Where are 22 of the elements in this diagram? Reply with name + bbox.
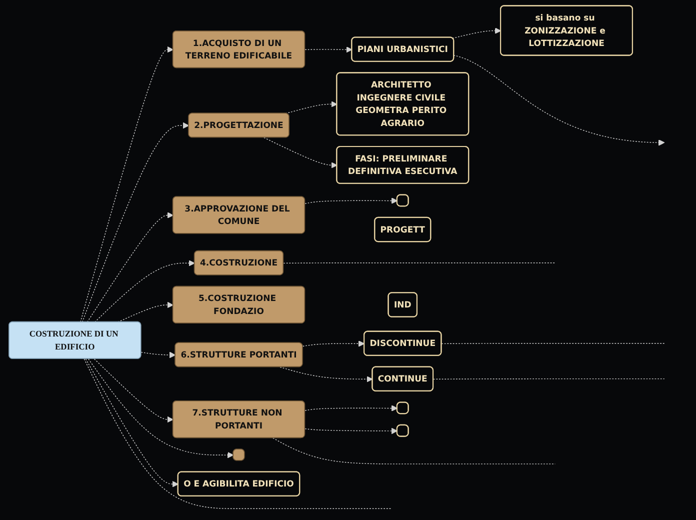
connector — [283, 262, 556, 264]
arrow — [304, 428, 398, 434]
arrow — [304, 405, 398, 412]
connector — [441, 343, 665, 344]
arrow — [94, 358, 174, 423]
arrow — [304, 46, 352, 53]
connector — [433, 378, 665, 380]
arrow — [88, 358, 234, 458]
connector — [272, 438, 556, 464]
arrow — [304, 198, 398, 204]
arrow — [264, 137, 338, 168]
arrow — [82, 122, 190, 322]
arrow — [140, 352, 176, 358]
arrow — [280, 366, 373, 382]
arrow — [86, 212, 174, 322]
connector — [84, 358, 392, 509]
arrow — [80, 46, 174, 322]
arrow — [452, 28, 502, 39]
arrow — [453, 54, 665, 146]
arrow — [302, 340, 365, 347]
arrow — [85, 358, 179, 488]
arrow — [94, 260, 195, 322]
